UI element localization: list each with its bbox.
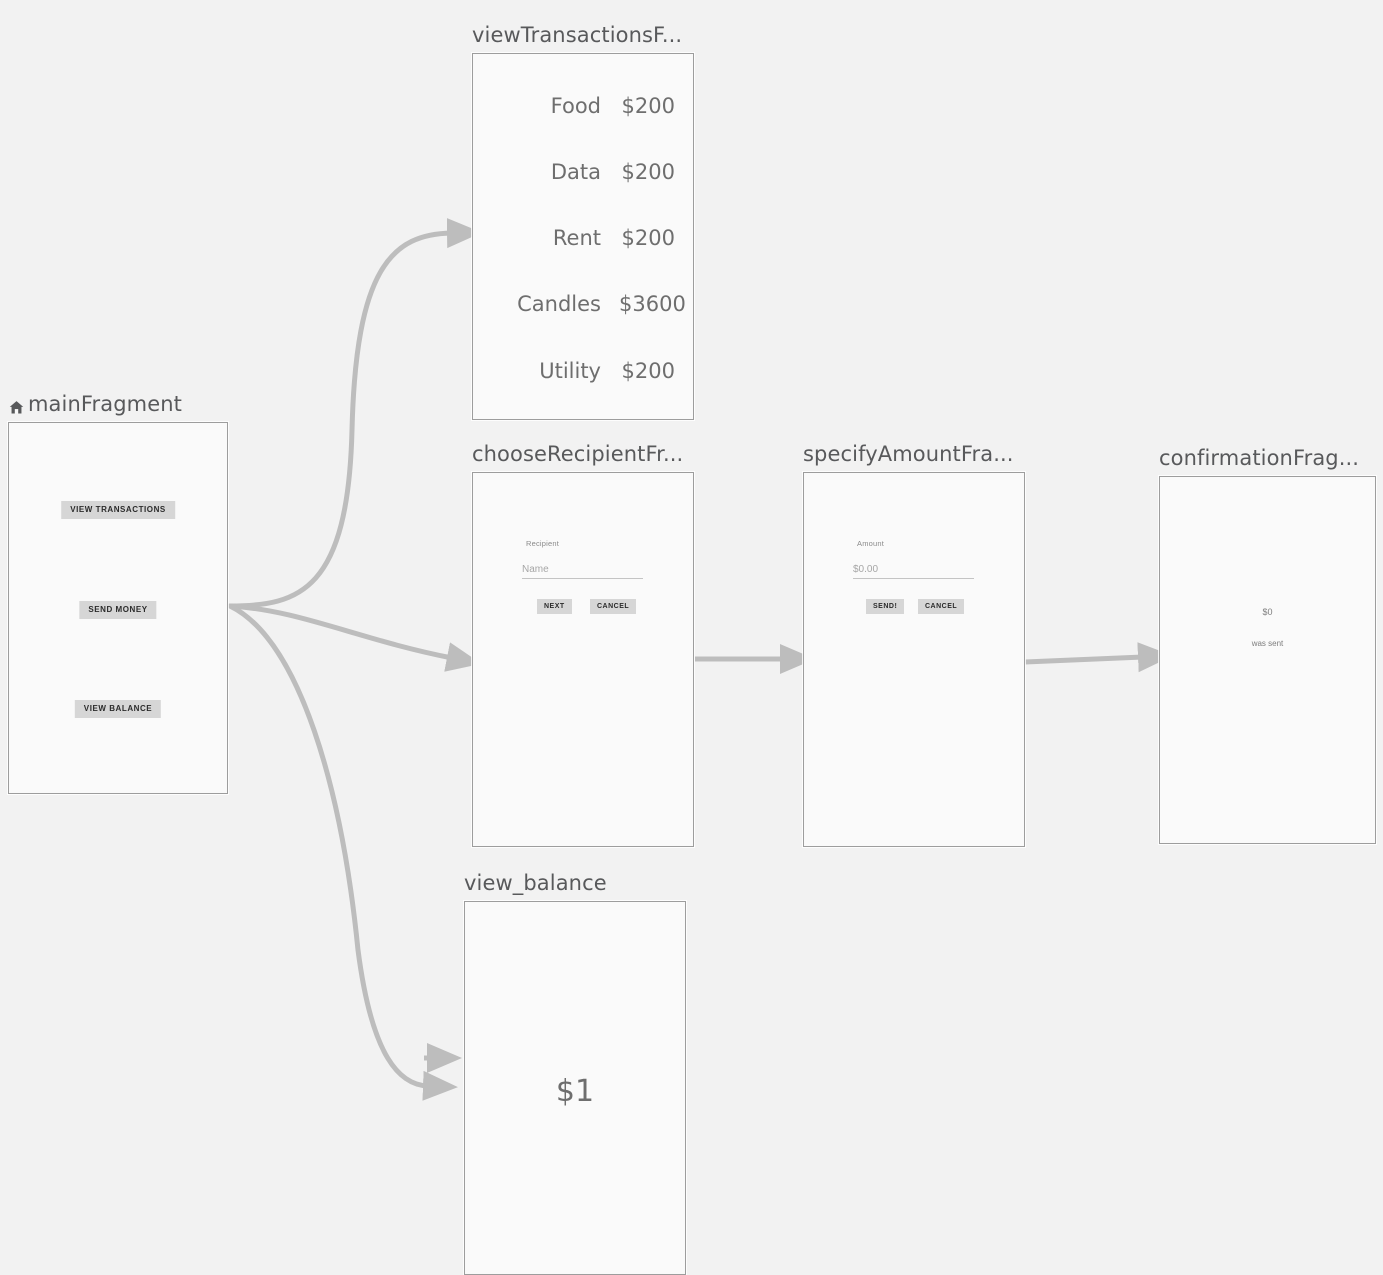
amount-input[interactable]: $0.00 (853, 564, 974, 579)
node-title-specify-amount-label: specifyAmountFra... (803, 442, 1014, 466)
node-title-main-fragment: mainFragment (8, 392, 182, 416)
transaction-row: Food $200 (473, 94, 693, 118)
send-money-button[interactable]: SEND MONEY (79, 601, 157, 619)
amount-label: Amount (857, 539, 885, 548)
node-specify-amount-fragment[interactable]: specifyAmountFra... Amount $0.00 SEND! C… (803, 442, 1025, 847)
edge-specify-amount-to-confirmation (1024, 642, 1173, 673)
edge-main-to-transactions (227, 218, 482, 609)
cancel-button[interactable]: CANCEL (918, 599, 965, 614)
node-choose-recipient-fragment[interactable]: chooseRecipientFr... Recipient Name NEXT… (472, 442, 694, 847)
edge-main-to-choose-recipient (227, 603, 482, 672)
node-title-confirmation: confirmationFrag... (1159, 446, 1359, 470)
node-title-choose-recipient-label: chooseRecipientFr... (472, 442, 684, 466)
recipient-input[interactable]: Name (522, 564, 643, 579)
home-icon (8, 397, 25, 414)
view-transactions-frame[interactable]: Food $200 Data $200 Rent $200 Candles $3… (472, 53, 694, 420)
node-view-balance-fragment[interactable]: view_balance $1 (464, 871, 686, 1275)
choose-recipient-frame[interactable]: Recipient Name NEXT CANCEL (472, 472, 694, 847)
node-title-view-transactions-label: viewTransactionsF... (472, 23, 683, 47)
node-title-view-balance: view_balance (464, 871, 607, 895)
transaction-amount: $200 (621, 226, 675, 250)
transaction-amount: $200 (621, 359, 675, 383)
node-confirmation-fragment[interactable]: confirmationFrag... $0 was sent (1159, 446, 1376, 844)
confirmation-amount: $0 (1262, 607, 1273, 617)
transaction-label: Food (550, 94, 601, 118)
node-title-main-fragment-label: mainFragment (28, 392, 182, 416)
node-title-view-transactions: viewTransactionsF... (472, 23, 682, 47)
transaction-row: Candles $3600 (473, 292, 693, 316)
transaction-row: Utility $200 (473, 359, 693, 383)
transaction-label: Rent (552, 226, 601, 250)
transaction-row: Data $200 (473, 160, 693, 184)
view-balance-frame[interactable]: $1 (464, 901, 686, 1275)
confirmation-frame[interactable]: $0 was sent (1159, 476, 1376, 844)
transaction-label: Data (550, 160, 601, 184)
node-title-view-balance-label: view_balance (464, 871, 607, 895)
send-button[interactable]: SEND! (866, 599, 905, 614)
node-title-confirmation-label: confirmationFrag... (1159, 446, 1360, 470)
transaction-amount: $200 (621, 160, 675, 184)
node-title-choose-recipient: chooseRecipientFr... (472, 442, 683, 466)
main-fragment-frame[interactable]: VIEW TRANSACTIONS SEND MONEY VIEW BALANC… (8, 422, 228, 794)
node-title-specify-amount: specifyAmountFra... (803, 442, 1014, 466)
transaction-row: Rent $200 (473, 226, 693, 250)
cancel-button[interactable]: CANCEL (590, 599, 637, 614)
specify-amount-frame[interactable]: Amount $0.00 SEND! CANCEL (803, 472, 1025, 847)
next-button[interactable]: NEXT (537, 599, 572, 614)
node-view-transactions-fragment[interactable]: viewTransactionsF... Food $200 Data $200… (472, 23, 694, 420)
confirmation-message: was sent (1251, 639, 1284, 648)
view-balance-button[interactable]: VIEW BALANCE (74, 700, 162, 718)
transaction-amount: $3600 (619, 292, 686, 316)
edge-main-to-view-balance (227, 603, 458, 1101)
view-transactions-button[interactable]: VIEW TRANSACTIONS (61, 501, 175, 519)
transaction-label: Utility (539, 359, 601, 383)
transaction-amount: $200 (621, 94, 675, 118)
transaction-label: Candles (517, 292, 601, 316)
balance-amount: $1 (555, 1074, 595, 1109)
recipient-label: Recipient (526, 539, 560, 548)
node-main-fragment[interactable]: mainFragment VIEW TRANSACTIONS SEND MONE… (8, 392, 228, 794)
